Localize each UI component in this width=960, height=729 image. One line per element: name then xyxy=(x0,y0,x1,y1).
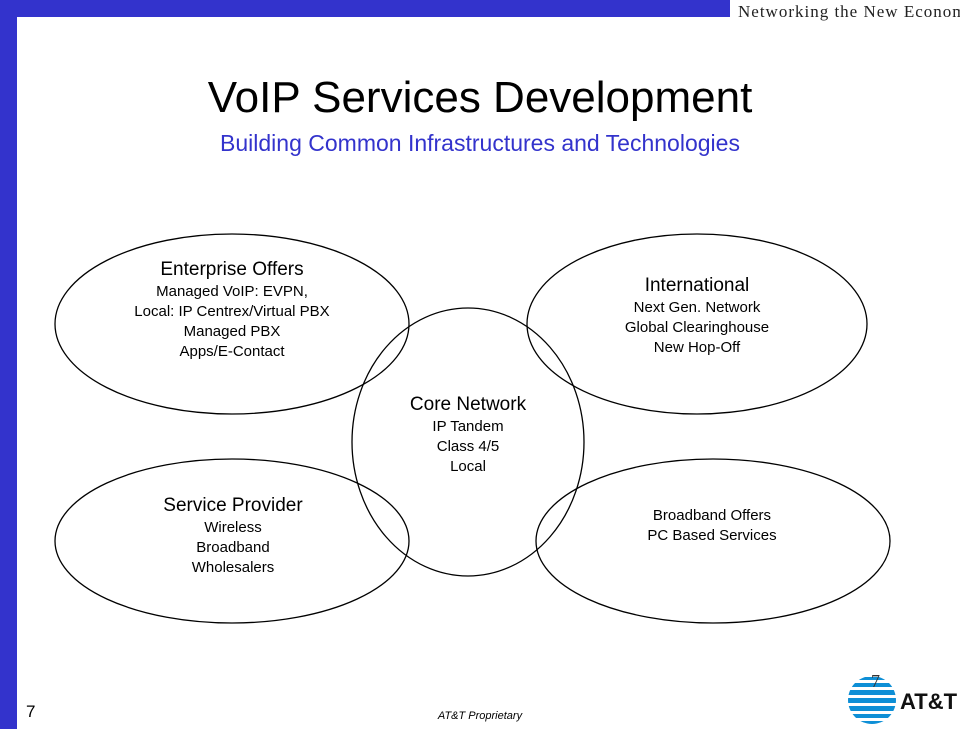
footer-proprietary: AT&T Proprietary xyxy=(437,710,523,722)
logo-wordmark: AT&T xyxy=(900,689,957,714)
node-enterprise-line: Managed PBX xyxy=(183,323,281,340)
node-enterprise-line: Apps/E-Contact xyxy=(179,343,285,360)
node-international-title: International xyxy=(644,275,750,296)
slide-subtitle: Building Common Infrastructures and Tech… xyxy=(220,130,740,156)
node-enterprise-title: Enterprise Offers xyxy=(160,259,304,280)
node-international-line: New Hop-Off xyxy=(653,339,741,356)
node-service-provider-line: Broadband xyxy=(196,539,270,556)
node-service-provider-line: Wireless xyxy=(204,519,262,536)
node-service-provider: Service Provider Wireless Broadband Whol… xyxy=(113,494,353,578)
node-core-line: Class 4/5 xyxy=(436,438,500,455)
node-core: Core Network IP Tandem Class 4/5 Local xyxy=(368,393,568,477)
node-service-provider-title: Service Provider xyxy=(163,495,303,516)
banner-tagline: Networking the New Economy xyxy=(738,2,960,21)
node-core-line: IP Tandem xyxy=(432,418,504,435)
node-international-line: Next Gen. Network xyxy=(633,299,761,316)
node-broadband-line: PC Based Services xyxy=(647,527,777,544)
slide-title: VoIP Services Development xyxy=(207,73,753,122)
node-international-line: Global Clearinghouse xyxy=(624,319,770,336)
ellipse-broadband xyxy=(535,458,891,624)
node-core-line: Local xyxy=(450,458,486,475)
page-number: 7 xyxy=(26,702,36,721)
logo-number: 7 xyxy=(871,671,880,691)
node-enterprise-line: Local: IP Centrex/Virtual PBX xyxy=(134,303,330,320)
att-globe-logo: AT&T xyxy=(848,676,957,724)
ellipse-international xyxy=(526,233,868,415)
top-accent-bar xyxy=(17,0,730,17)
node-international: International Next Gen. Network Global C… xyxy=(547,274,847,358)
left-accent-bar xyxy=(0,0,17,729)
node-service-provider-line: Wholesalers xyxy=(191,559,275,576)
ellipse-enterprise xyxy=(54,233,410,415)
node-core-title: Core Network xyxy=(409,394,527,415)
node-enterprise-line: Managed VoIP: EVPN, xyxy=(156,283,308,300)
node-enterprise: Enterprise Offers Managed VoIP: EVPN, Lo… xyxy=(72,258,392,362)
node-broadband-line: Broadband Offers xyxy=(652,507,772,524)
ellipse-service-provider xyxy=(54,458,410,624)
node-broadband: Broadband Offers PC Based Services xyxy=(602,506,822,546)
ellipse-core xyxy=(351,307,585,577)
